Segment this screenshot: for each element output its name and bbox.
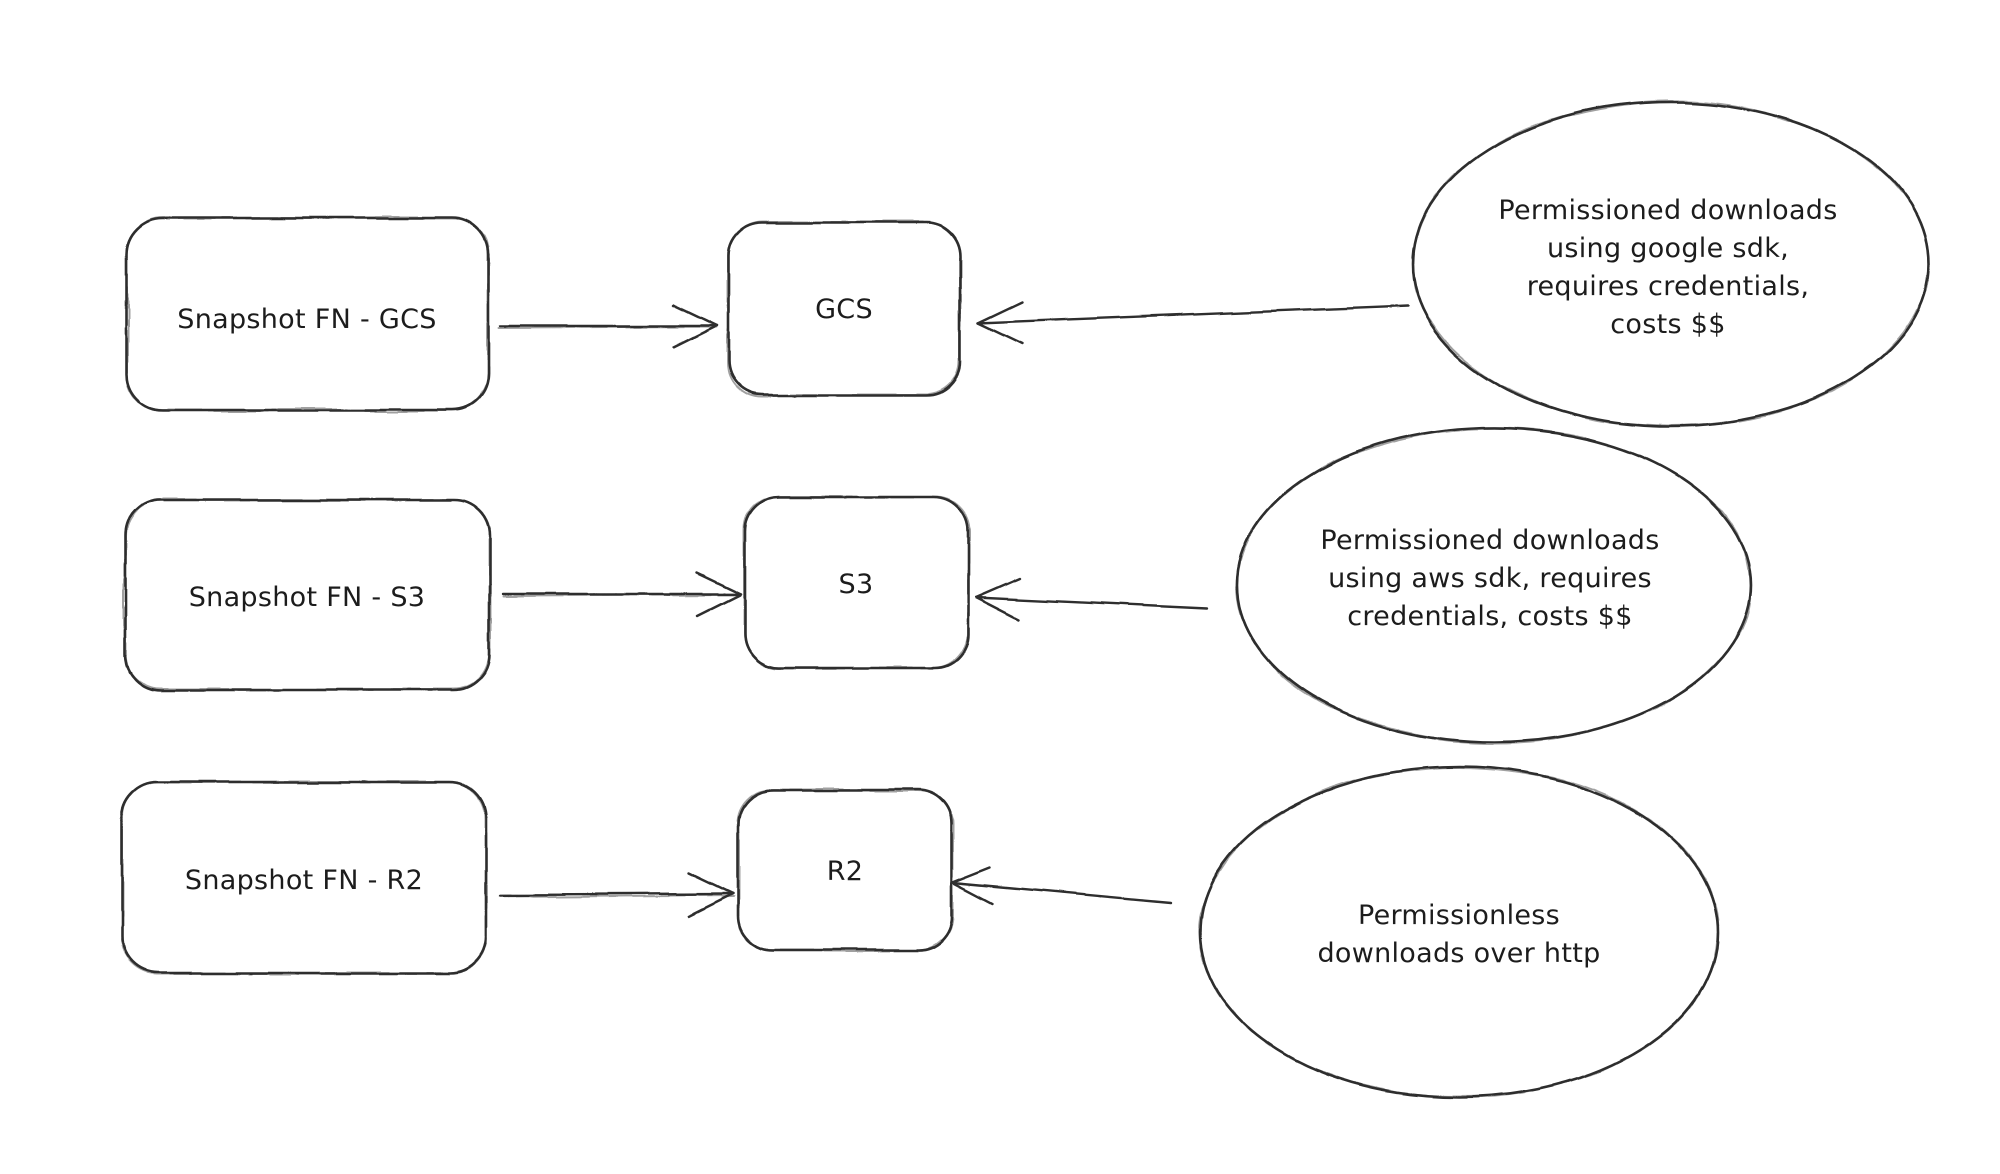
arrow-note-to-r2 xyxy=(951,881,1172,905)
arrow-snapshot-to-r2 xyxy=(498,892,735,897)
source-node-label-r2: Snapshot FN - R2 xyxy=(185,865,423,896)
node-gcs-overlay xyxy=(727,221,961,396)
node-s3-overlay xyxy=(744,496,969,669)
note-line: requires credentials, xyxy=(1527,271,1810,302)
source-node-label-s3: Snapshot FN - S3 xyxy=(189,582,426,613)
arrow-snapshot-to-r2-overlay xyxy=(499,894,734,898)
sketch-overlay-layer xyxy=(121,101,1930,1098)
target-node-label-gcs: GCS xyxy=(815,294,873,325)
note-ellipse-r2-overlay xyxy=(1199,766,1719,1098)
sketch-layer xyxy=(120,100,1931,1099)
note-line: using google sdk, xyxy=(1547,233,1789,264)
node-snapshot-fn-s3-overlay xyxy=(124,499,491,691)
arrow-snapshot-to-s3-overlay xyxy=(502,594,742,597)
note-line: Permissioned downloads xyxy=(1498,195,1837,226)
arrow-snapshot-to-gcs-overlay xyxy=(499,326,718,329)
node-snapshot-fn-gcs-overlay xyxy=(126,217,489,411)
note-line: costs $$ xyxy=(1610,309,1725,340)
note-line: credentials, costs $$ xyxy=(1347,601,1633,632)
note-line: downloads over http xyxy=(1317,938,1600,969)
arrow-note-to-gcs xyxy=(976,304,1410,325)
source-node-label-gcs: Snapshot FN - GCS xyxy=(177,304,436,335)
target-node-label-r2: R2 xyxy=(827,856,864,887)
note-line: using aws sdk, requires xyxy=(1328,563,1652,594)
node-r2-overlay xyxy=(737,789,953,951)
note-ellipse-s3-overlay xyxy=(1236,427,1752,743)
arrowhead-note-to-s3 xyxy=(974,576,1022,621)
label-layer: Snapshot FN - GCS GCS Permissioned downl… xyxy=(177,195,1837,969)
target-node-label-s3: S3 xyxy=(839,569,874,600)
arrowhead-note-to-gcs xyxy=(976,300,1024,346)
arrow-note-to-s3 xyxy=(974,595,1210,610)
note-ellipse-gcs-overlay xyxy=(1412,101,1930,427)
note-line: Permissionless xyxy=(1358,900,1560,931)
note-ellipse-r2 xyxy=(1198,765,1720,1099)
node-snapshot-fn-r2-overlay xyxy=(121,781,487,974)
note-ellipse-gcs xyxy=(1411,100,1931,428)
note-line: Permissioned downloads xyxy=(1320,525,1659,556)
